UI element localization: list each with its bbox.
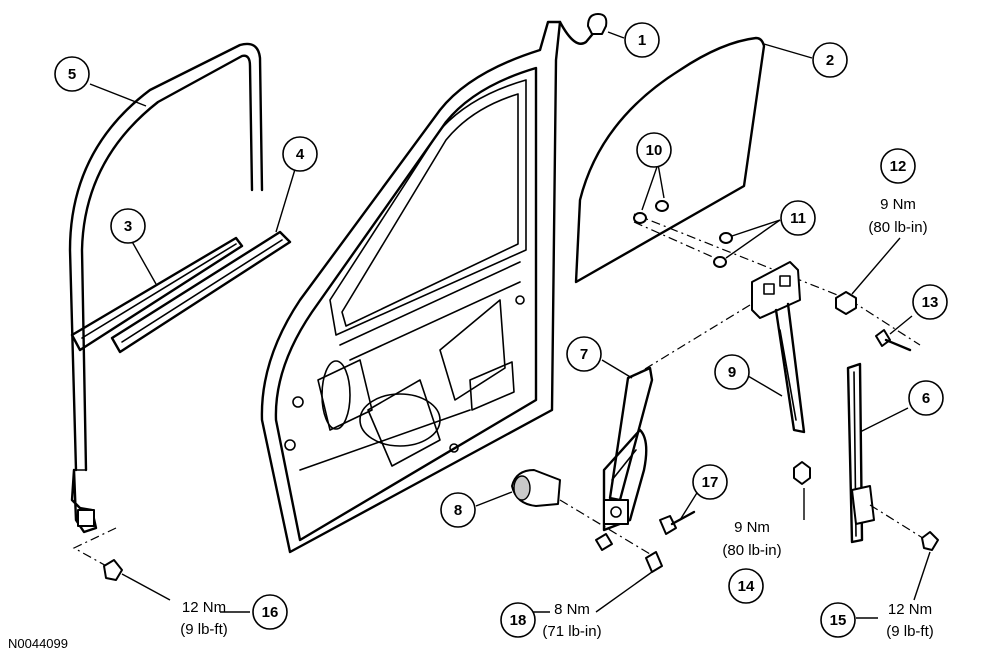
torque-spec-nm: 9 Nm bbox=[734, 519, 770, 536]
front-run-channel-bolt bbox=[72, 527, 123, 581]
callout-18: 18 8 Nm (71 lb-in) bbox=[500, 601, 602, 640]
callout-label: 17 bbox=[702, 474, 719, 491]
callout-13: 13 bbox=[912, 284, 948, 320]
door-glass bbox=[574, 36, 766, 284]
rear-run-channel bbox=[846, 362, 875, 544]
torque-spec-nm: 9 Nm bbox=[880, 196, 916, 213]
callout-4: 4 bbox=[282, 136, 318, 172]
regulator-bolt-upper bbox=[875, 329, 912, 352]
callout-label: 14 bbox=[738, 578, 755, 595]
torque-spec-imperial: (9 lb-ft) bbox=[886, 623, 934, 640]
callout-label: 18 bbox=[510, 612, 527, 629]
callout-5: 5 bbox=[54, 56, 90, 92]
glass-retaining-nut bbox=[835, 291, 857, 315]
callout-9: 9 bbox=[714, 354, 750, 390]
callout-3: 3 bbox=[110, 208, 146, 244]
regulator-motor bbox=[511, 469, 661, 561]
callout-label: 6 bbox=[922, 390, 930, 407]
callout-7: 7 bbox=[566, 336, 602, 372]
regulator-bolt bbox=[659, 510, 696, 535]
callout-label: 11 bbox=[790, 210, 806, 227]
torque-spec-nm: 12 Nm bbox=[182, 599, 226, 616]
callout-15: 15 12 Nm (9 lb-ft) bbox=[820, 601, 934, 640]
callout-2: 2 bbox=[812, 42, 848, 78]
window-regulator-arm bbox=[595, 366, 654, 551]
callout-label: 15 bbox=[830, 612, 847, 629]
callout-label: 9 bbox=[728, 364, 736, 381]
regulator-nut-lower bbox=[793, 461, 811, 485]
callout-label: 5 bbox=[68, 66, 76, 83]
figure-reference-code: N0044099 bbox=[8, 636, 68, 651]
callout-label: 10 bbox=[646, 142, 663, 159]
inner-belt-weatherstrip bbox=[70, 236, 244, 352]
torque-spec-imperial: (80 lb-in) bbox=[722, 542, 781, 559]
callout-12: 12 9 Nm (80 lb-in) bbox=[868, 148, 928, 236]
callout-1: 1 bbox=[624, 22, 660, 58]
window-run-channel bbox=[68, 42, 264, 534]
callout-14: 9 Nm (80 lb-in) 14 bbox=[722, 519, 782, 604]
glass-bushings bbox=[633, 200, 733, 268]
callout-10: 10 bbox=[636, 132, 672, 168]
callout-11: 11 bbox=[780, 200, 816, 236]
outer-belt-weatherstrip bbox=[110, 230, 292, 354]
callout-label: 8 bbox=[454, 502, 462, 519]
run-channel-bolt bbox=[869, 504, 939, 551]
retaining-clip bbox=[587, 13, 608, 35]
callout-label: 2 bbox=[826, 52, 834, 69]
torque-spec-imperial: (9 lb-ft) bbox=[180, 621, 228, 638]
callout-17: 17 bbox=[692, 464, 728, 500]
motor-bolt bbox=[645, 551, 663, 573]
torque-spec-imperial: (71 lb-in) bbox=[542, 623, 601, 640]
torque-spec-nm: 12 Nm bbox=[888, 601, 932, 618]
callout-label: 4 bbox=[296, 146, 305, 163]
torque-spec-nm: 8 Nm bbox=[554, 601, 590, 618]
callout-16: 12 Nm (9 lb-ft) 16 bbox=[180, 594, 288, 638]
glass-mounting-axis bbox=[633, 213, 921, 373]
callout-label: 7 bbox=[580, 346, 588, 363]
door-inner-panel bbox=[260, 20, 598, 554]
callout-label: 12 bbox=[890, 158, 907, 175]
callout-8: 8 bbox=[440, 492, 476, 528]
callout-label: 13 bbox=[922, 294, 939, 311]
callout-label: 3 bbox=[124, 218, 132, 235]
callout-label: 1 bbox=[638, 32, 646, 49]
regulator-guide-rail bbox=[774, 302, 806, 434]
callout-label: 16 bbox=[262, 604, 279, 621]
callout-6: 6 bbox=[908, 380, 944, 416]
torque-spec-imperial: (80 lb-in) bbox=[868, 219, 927, 236]
leader-lines bbox=[89, 31, 931, 619]
